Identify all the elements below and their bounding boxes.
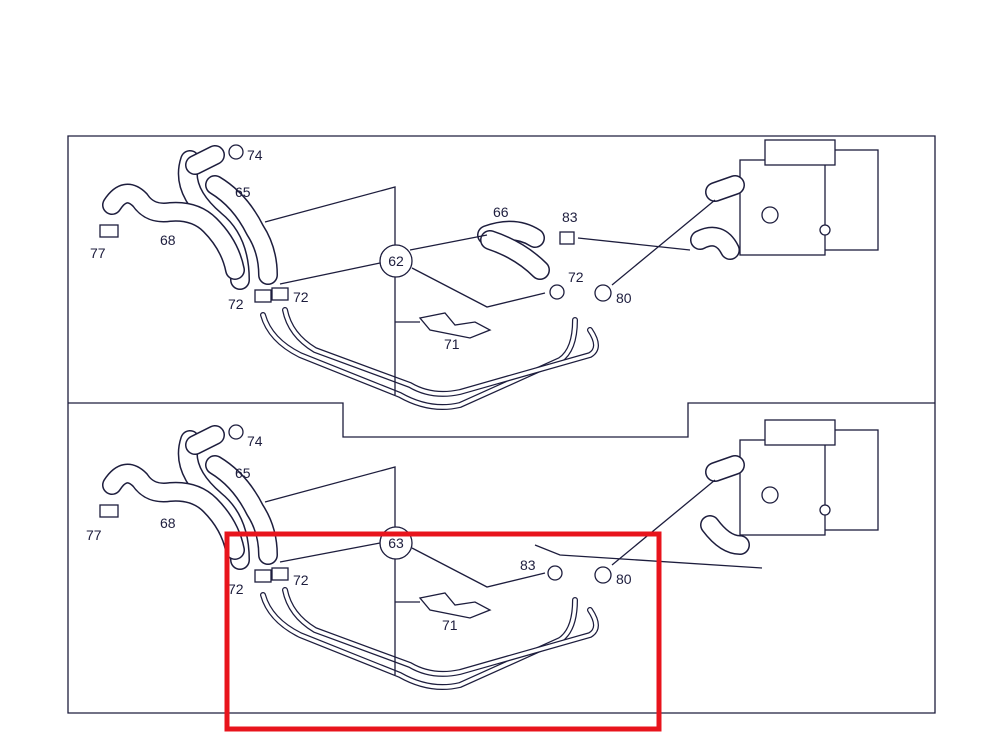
coolant-pipes (255, 288, 596, 407)
label-68: 68 (160, 232, 176, 248)
coolant-hoses (100, 145, 268, 280)
top-panel: 62 74 65 77 68 66 83 72 80 72 72 71 (90, 140, 878, 407)
label-83: 83 (562, 209, 578, 225)
label-80: 80 (616, 290, 632, 306)
label-72a: 72 (228, 296, 244, 312)
label-72b: 72 (293, 572, 309, 588)
group-ref-62 (379, 244, 413, 278)
diagram-frame (67, 135, 936, 714)
label-72a: 72 (228, 581, 244, 597)
label-71: 71 (444, 336, 460, 352)
label-71: 71 (442, 617, 458, 633)
label-65: 65 (235, 184, 251, 200)
label-68: 68 (160, 515, 176, 531)
highlight-box (224, 531, 662, 732)
label-72: 72 (568, 269, 584, 285)
label-65: 65 (235, 465, 251, 481)
label-77: 77 (90, 245, 106, 261)
svg-text:62: 62 (388, 253, 404, 269)
label-80: 80 (616, 571, 632, 587)
svg-text:63: 63 (388, 535, 404, 551)
label-77: 77 (86, 527, 102, 543)
label-74: 74 (247, 433, 263, 449)
heater-unit (715, 140, 878, 255)
panel-divider (68, 402, 935, 438)
coolant-hoses (100, 425, 268, 560)
label-72b: 72 (293, 289, 309, 305)
label-66: 66 (493, 204, 509, 220)
bottom-panel: 63 74 65 77 68 83 80 72 72 71 (86, 420, 878, 687)
label-74: 74 (247, 147, 263, 163)
heater-unit (715, 420, 878, 535)
label-83: 83 (520, 557, 536, 573)
